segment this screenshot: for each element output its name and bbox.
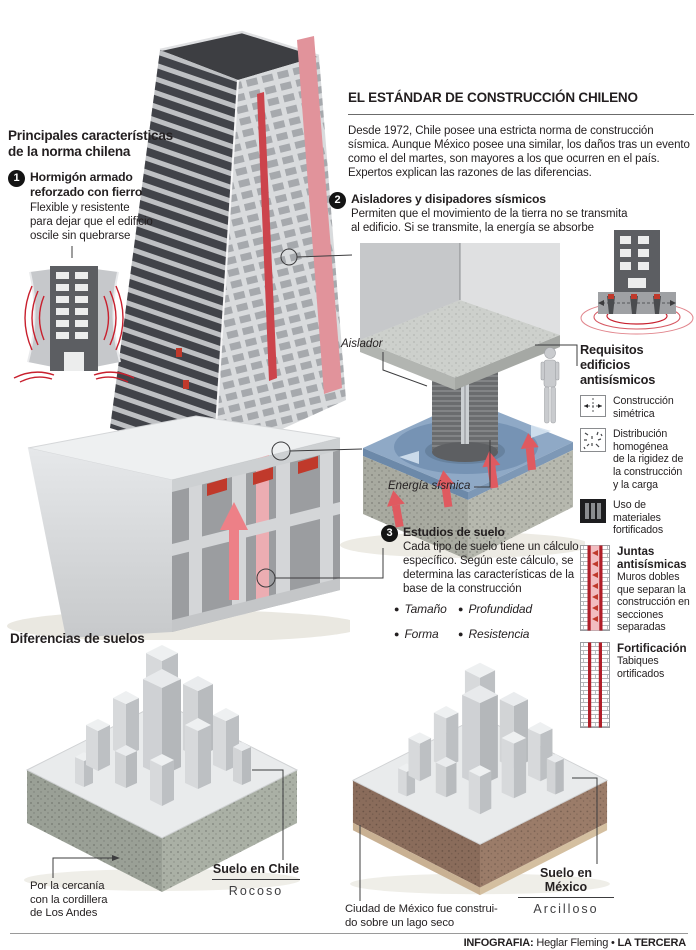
platform-motion-arrows — [399, 425, 551, 464]
step-2-body: Permiten que el movimiento de la tierra … — [351, 208, 628, 234]
credit-separator: • — [611, 937, 615, 949]
requirement-text: Muros dobles que separan la construcción… — [617, 570, 690, 634]
footer-divider — [10, 933, 688, 934]
requirement-title: Juntas antisísmicas — [617, 544, 687, 571]
mexico-soil-label: Suelo en México — [518, 866, 614, 898]
isolator-block — [298, 456, 318, 474]
step-1-title: Hormigón armado reforzado con fierro — [30, 170, 143, 199]
isolator-label: Aislador — [341, 338, 383, 350]
isolator-detail-diagram — [340, 243, 585, 560]
factor-size: Tamaño — [404, 602, 447, 616]
credit-label: INFOGRAFIA: — [463, 937, 534, 949]
credit-name: Heglar Fleming — [536, 937, 609, 949]
mexico-soil-type: Arcilloso — [533, 902, 599, 916]
requirement-symmetry: Construcción simétrica — [580, 395, 696, 420]
building-wall-right — [460, 243, 560, 335]
intro-paragraph: Desde 1972, Chile posee una estricta nor… — [348, 125, 690, 179]
tower-pink-stripe — [297, 36, 342, 394]
step-3-badge: 3 — [381, 525, 398, 542]
isolator-block — [207, 478, 227, 496]
step-1-badge: 1 — [8, 170, 25, 187]
requirement-title: Fortificación — [617, 641, 687, 655]
homogeneous-distribution-icon — [580, 428, 606, 453]
requirements-heading: Requisitos edificios antisísmicos — [580, 342, 656, 387]
requirement-materials: Uso de materiales fortificados — [580, 499, 696, 537]
footer-credit: INFOGRAFIA: Heglar Fleming • LA TERCERA — [346, 937, 687, 949]
fortification-icon — [580, 641, 610, 728]
tower-red-stripe — [257, 92, 277, 381]
flexible-building-icon — [13, 266, 135, 383]
requirements-panel: Requisitos edificios antisísmicos Constr… — [580, 342, 696, 736]
human-scale-figure — [540, 347, 560, 424]
seismic-arrow-up — [220, 502, 248, 600]
soils-heading: Diferencias de suelos — [10, 631, 145, 646]
requirement-text: Construcción simétrica — [613, 395, 674, 420]
left-section-heading: Principales características de la norma … — [8, 128, 173, 159]
factor-resistance: Resistencia — [468, 627, 530, 641]
soil-factors: ●Tamaño ●Profundidad ●Forma ●Resistencia — [394, 602, 533, 641]
page-title: EL ESTÁNDAR DE CONSTRUCCIÓN CHILENO — [348, 90, 638, 105]
factor-shape: Forma — [404, 627, 439, 641]
tower — [110, 30, 346, 461]
symmetry-icon — [580, 395, 606, 417]
podium — [27, 415, 341, 638]
fortified-materials-icon — [580, 499, 606, 524]
step-2-title: Aisladores y disipadores sísmicos — [351, 192, 546, 206]
requirement-distribution: Distribución homogénea de la rigidez de … — [580, 428, 696, 491]
main-building-illustration — [7, 30, 350, 640]
requirement-fortification: Fortificación Tabiques ortificados — [580, 641, 696, 728]
factor-depth: Profundidad — [468, 602, 533, 616]
seismic-joints-icon — [580, 544, 610, 631]
mexico-soil-note: Ciudad de México fue construi- do sobre … — [345, 903, 498, 929]
seismic-energy-label: Energía sísmica — [388, 480, 471, 492]
step-3-title: Estudios de suelo — [403, 525, 505, 539]
step-1-body: Flexible y resistente para dejar que el … — [30, 202, 153, 242]
chile-soil-label: Suelo en Chile — [212, 862, 300, 880]
isolator-block — [253, 467, 273, 485]
requirement-text: Distribución homogénea de la rigidez de … — [613, 428, 684, 491]
step-3-body: Cada tipo de suelo tiene un cálculo espe… — [403, 541, 579, 595]
mexico-soil-illustration — [350, 662, 610, 896]
requirement-text: Uso de materiales fortificados — [613, 499, 664, 537]
brand-name: LA TERCERA — [617, 937, 687, 949]
seismic-wave-arcs — [13, 285, 135, 383]
building-wall-left — [360, 243, 460, 340]
mexico-soil-label-group: Suelo en México Arcilloso — [518, 866, 614, 916]
chile-soil-label-group: Suelo en Chile Rocoso — [212, 862, 300, 898]
isolator-posts — [607, 294, 661, 314]
requirement-joints: Juntas antisísmicas Muros dobles que sep… — [580, 544, 696, 634]
base-isolated-building-icon — [580, 230, 694, 335]
title-divider — [348, 114, 694, 115]
chile-soil-illustration — [24, 644, 300, 892]
requirement-text: Tabiques ortificados — [617, 654, 665, 680]
step-2-badge: 2 — [329, 192, 346, 209]
seismic-energy-arrows — [387, 433, 539, 528]
chile-soil-type: Rocoso — [228, 884, 284, 898]
chile-soil-note: Por la cercanía con la cordillera de Los… — [30, 880, 108, 920]
